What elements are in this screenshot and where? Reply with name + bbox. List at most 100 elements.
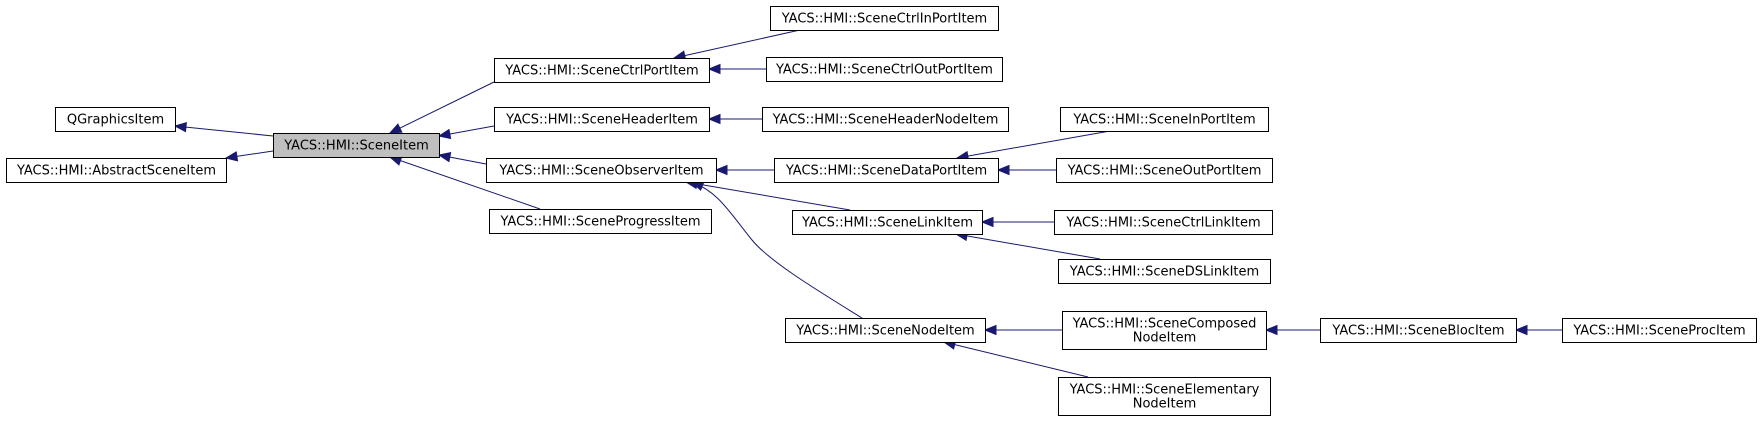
node-layer: QGraphicsItemYACS::HMI::AbstractSceneIte… [6,6,1757,416]
class-node-label: YACS::HMI::SceneDataPortItem [785,164,987,179]
class-node-sceneinportitem[interactable]: YACS::HMI::SceneInPortItem [1060,107,1269,132]
edge-line [955,233,1101,260]
inheritance-arrowhead [996,164,1010,176]
class-node-label: YACS::HMI::SceneCtrlLinkItem [1065,216,1260,231]
class-node-box [1058,259,1271,284]
class-node-label: YACS::HMI::SceneCtrlPortItem [504,64,698,79]
edge-scenedslinkitem-to-scenelinkitem [954,230,1101,260]
class-node-label: YACS::HMI::SceneInPortItem [1072,113,1255,128]
edge-sceneheadernodeitem-to-sceneheaderitem [707,113,762,125]
class-node-scenedslinkitem[interactable]: YACS::HMI::SceneDSLinkItem [1058,259,1271,284]
class-node-label: QGraphicsItem [67,113,164,128]
class-node-qgraphicsitem[interactable]: QGraphicsItem [55,107,176,132]
edge-line [389,81,495,134]
class-node-scenectrllinkitem[interactable]: YACS::HMI::SceneCtrlLinkItem [1054,210,1273,235]
class-node-label: YACS::HMI::SceneOutPortItem [1067,164,1262,179]
class-node-box [1056,158,1273,183]
inheritance-arrowhead [707,63,721,75]
class-node-label: YACS::HMI::SceneElementary [1069,383,1260,398]
edge-line [956,130,1111,159]
class-node-box [1062,311,1267,350]
class-node-box [486,158,717,183]
edge-sceneitem-to-abstractsceneitem [224,150,274,162]
edge-scenectrlportitem-to-sceneitem [388,81,495,134]
inheritance-arrowhead [437,128,452,140]
class-node-box [1562,318,1757,343]
class-node-label: YACS::HMI::SceneObserverItem [498,164,703,179]
class-node-label: YACS::HMI::SceneDSLinkItem [1069,265,1259,280]
class-node-box [766,57,1003,82]
edge-scenectrllinkitem-to-scenelinkitem [980,216,1054,228]
class-node-box [762,107,1009,132]
edge-line [685,181,851,211]
class-node-box [1054,210,1273,235]
inheritance-arrowhead [707,113,721,125]
inheritance-arrowhead [983,324,997,336]
class-node-box [55,107,176,132]
class-node-label: YACS::HMI::SceneProcItem [1572,324,1745,339]
class-node-sceneprocitem[interactable]: YACS::HMI::SceneProcItem [1562,318,1757,343]
edge-line [691,181,863,319]
class-node-label: YACS::HMI::SceneItem [283,139,429,154]
inheritance-arrowhead [1514,324,1528,336]
class-node-sceneoutportitem[interactable]: YACS::HMI::SceneOutPortItem [1056,158,1273,183]
edge-sceneprocitem-to-sceneblocitem [1514,324,1562,336]
class-node-label: YACS::HMI::SceneCtrlInPortItem [781,12,987,27]
class-node-scenectrloutportitem[interactable]: YACS::HMI::SceneCtrlOutPortItem [766,57,1003,82]
class-node-label: YACS::HMI::SceneCtrlOutPortItem [775,63,993,78]
class-node-scenectrlinportitem[interactable]: YACS::HMI::SceneCtrlInPortItem [770,6,999,31]
class-node-label: YACS::HMI::SceneHeaderItem [505,113,698,128]
edge-line [389,156,541,210]
class-node-scenectrlportitem[interactable]: YACS::HMI::SceneCtrlPortItem [494,58,710,83]
class-node-box [1058,377,1271,416]
class-node-label: NodeItem [1133,397,1197,412]
class-node-box [273,133,440,158]
class-node-sceneprogressitem[interactable]: YACS::HMI::SceneProgressItem [489,209,712,234]
class-node-abstractsceneitem[interactable]: YACS::HMI::AbstractSceneItem [6,158,227,183]
class-node-label: YACS::HMI::SceneProgressItem [500,215,701,230]
edge-scenedataportitem-to-sceneobserveritem [714,164,774,176]
edge-line [943,341,1089,378]
edge-scenecomposednodeitem-to-scenenodeitem [983,324,1062,336]
inheritance-arrowhead [388,123,403,134]
inheritance-arrowhead [980,216,994,228]
inheritance-arrowhead [173,121,187,133]
class-node-sceneheadernodeitem[interactable]: YACS::HMI::SceneHeaderNodeItem [762,107,1009,132]
class-node-sceneitem[interactable]: YACS::HMI::SceneItem [273,133,440,158]
class-node-sceneobserveritem[interactable]: YACS::HMI::SceneObserverItem [486,158,717,183]
class-node-scenelinkitem[interactable]: YACS::HMI::SceneLinkItem [792,210,983,235]
class-node-label: YACS::HMI::SceneNodeItem [795,324,974,339]
edge-line [673,29,801,59]
inheritance-arrowhead [714,164,728,176]
edge-scenenodeitem-to-sceneobserveritem [690,181,863,319]
class-node-box [1060,107,1269,132]
class-node-label: YACS::HMI::SceneComposed [1072,317,1257,332]
edge-sceneitem-to-qgraphicsitem [173,121,274,137]
inheritance-arrowhead [1264,324,1278,336]
edge-sceneblocitem-to-scenecomposednodeitem [1264,324,1320,336]
edge-scenectrlinportitem-to-scenectrlportitem [672,29,801,61]
edge-sceneinportitem-to-scenedataportitem [955,130,1111,162]
inheritance-arrowhead [224,151,239,162]
class-node-scenedataportitem[interactable]: YACS::HMI::SceneDataPortItem [774,158,999,183]
class-node-sceneblocitem[interactable]: YACS::HMI::SceneBlocItem [1320,318,1517,343]
class-node-box [770,6,999,31]
class-node-box [792,210,983,235]
edge-sceneoutportitem-to-scenedataportitem [996,164,1056,176]
edge-scenectrloutportitem-to-scenectrlportitem [707,63,766,75]
class-node-box [1320,318,1517,343]
class-node-sceneheaderitem[interactable]: YACS::HMI::SceneHeaderItem [494,107,710,132]
class-node-box [6,158,227,183]
class-node-label: YACS::HMI::AbstractSceneItem [16,164,216,179]
inheritance-arrowhead [437,152,452,163]
class-node-box [489,209,712,234]
edge-sceneobserveritem-to-sceneitem [437,152,487,165]
class-node-label: YACS::HMI::SceneBlocItem [1331,324,1504,339]
class-node-box [774,158,999,183]
edge-sceneheaderitem-to-sceneitem [437,125,495,140]
class-node-scenenodeitem[interactable]: YACS::HMI::SceneNodeItem [785,318,986,343]
class-node-label: NodeItem [1133,331,1197,346]
